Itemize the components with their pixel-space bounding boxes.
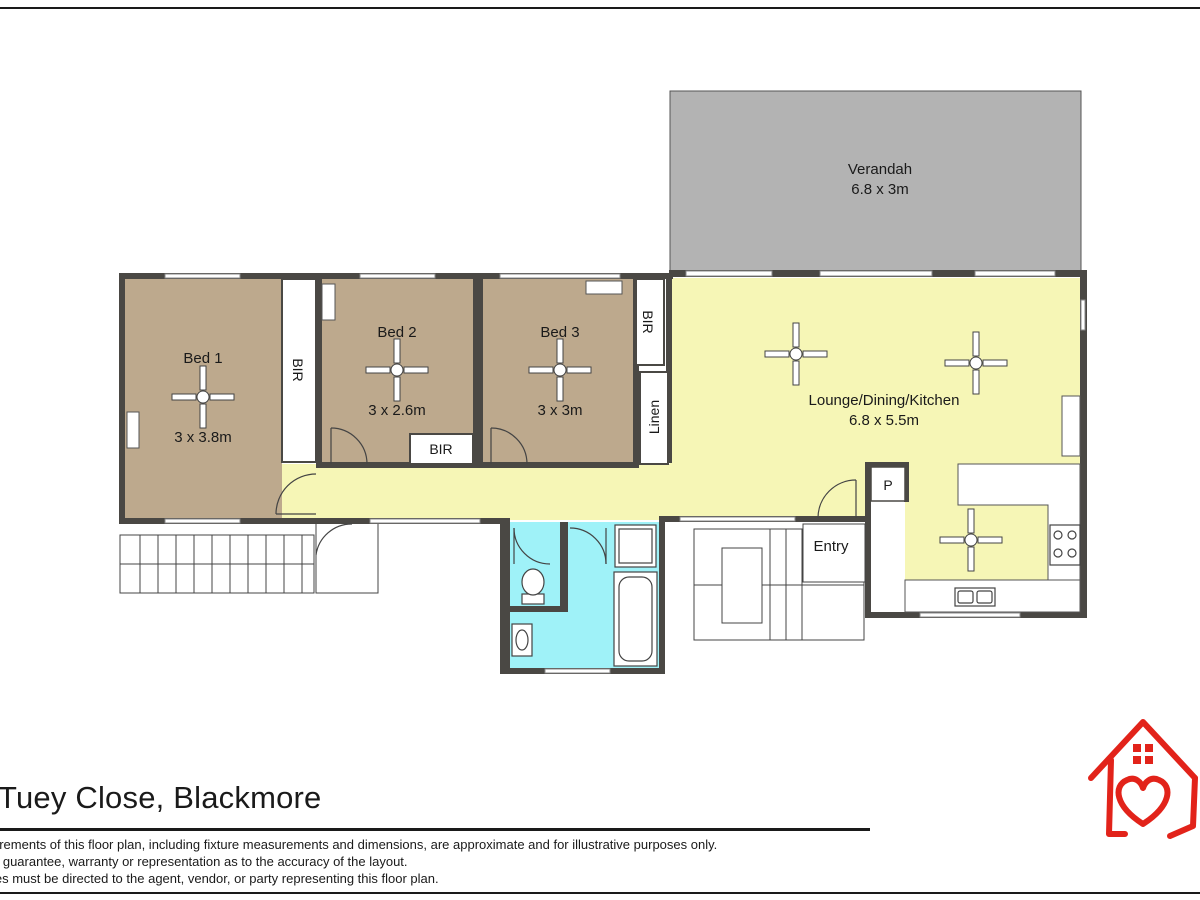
bed2-name: Bed 2 xyxy=(377,324,416,341)
bottom-border-line xyxy=(0,892,1200,894)
verandah-size: 6.8 x 3m xyxy=(851,181,909,198)
house-heart-logo-icon xyxy=(1088,719,1198,839)
bed3-shelf xyxy=(585,280,623,295)
disclaimer-line: ies must be directed to the agent, vendo… xyxy=(0,871,439,886)
bed1-size: 3 x 3.8m xyxy=(174,429,232,446)
ceiling-fan-icon xyxy=(939,508,1003,572)
toilet-icon xyxy=(521,568,545,605)
verandah-name: Verandah xyxy=(848,161,912,178)
cooktop-icon xyxy=(1049,524,1081,566)
disclaimer-line: o guarantee, warranty or representation … xyxy=(0,854,408,869)
top-border-line xyxy=(0,7,1200,9)
bed2-shelf xyxy=(321,283,336,321)
linen-label: Linen xyxy=(646,400,662,434)
bed1-name: Bed 1 xyxy=(183,350,222,367)
verandah-area xyxy=(669,90,1082,274)
bed1-window-seat xyxy=(126,411,140,449)
bir1-closet xyxy=(281,278,317,463)
bed2-size: 3 x 2.6m xyxy=(368,402,426,419)
windows xyxy=(164,270,1086,674)
footer-rule xyxy=(0,828,870,831)
ceiling-fans xyxy=(171,322,1008,572)
doors xyxy=(275,427,857,565)
basin-icon xyxy=(511,623,533,657)
shower-tray xyxy=(614,524,657,568)
bir3-closet xyxy=(635,278,665,366)
bir3-label: BIR xyxy=(640,310,656,333)
linen-closet xyxy=(639,371,669,465)
ceiling-fan-icon xyxy=(944,331,1008,395)
bir1-label: BIR xyxy=(290,358,306,381)
bir2-label: BIR xyxy=(429,441,452,457)
bed3-name: Bed 3 xyxy=(540,324,579,341)
disclaimer: urements of this floor plan, including f… xyxy=(0,836,717,887)
ceiling-fan-icon xyxy=(764,322,828,386)
property-address: Tuey Close, Blackmore xyxy=(0,780,322,815)
pantry-closet xyxy=(870,466,906,502)
ceiling-fan-icon xyxy=(528,338,592,402)
sink-icon xyxy=(954,587,996,607)
bed3-size: 3 x 3m xyxy=(537,402,582,419)
bathtub-icon xyxy=(613,571,658,667)
hallway-floor xyxy=(282,464,672,520)
lounge-size: 6.8 x 5.5m xyxy=(849,412,919,429)
pantry-label: P xyxy=(883,477,892,493)
entry-label: Entry xyxy=(813,538,849,555)
disclaimer-line: urements of this floor plan, including f… xyxy=(0,837,718,852)
lounge-name: Lounge/Dining/Kitchen xyxy=(809,392,960,409)
stairs-entry xyxy=(693,523,866,641)
stairs-left xyxy=(119,524,379,594)
bir2-closet xyxy=(409,433,474,465)
lounge-unit xyxy=(1061,395,1081,457)
ceiling-fan-icon xyxy=(171,365,235,429)
ceiling-fan-icon xyxy=(365,338,429,402)
